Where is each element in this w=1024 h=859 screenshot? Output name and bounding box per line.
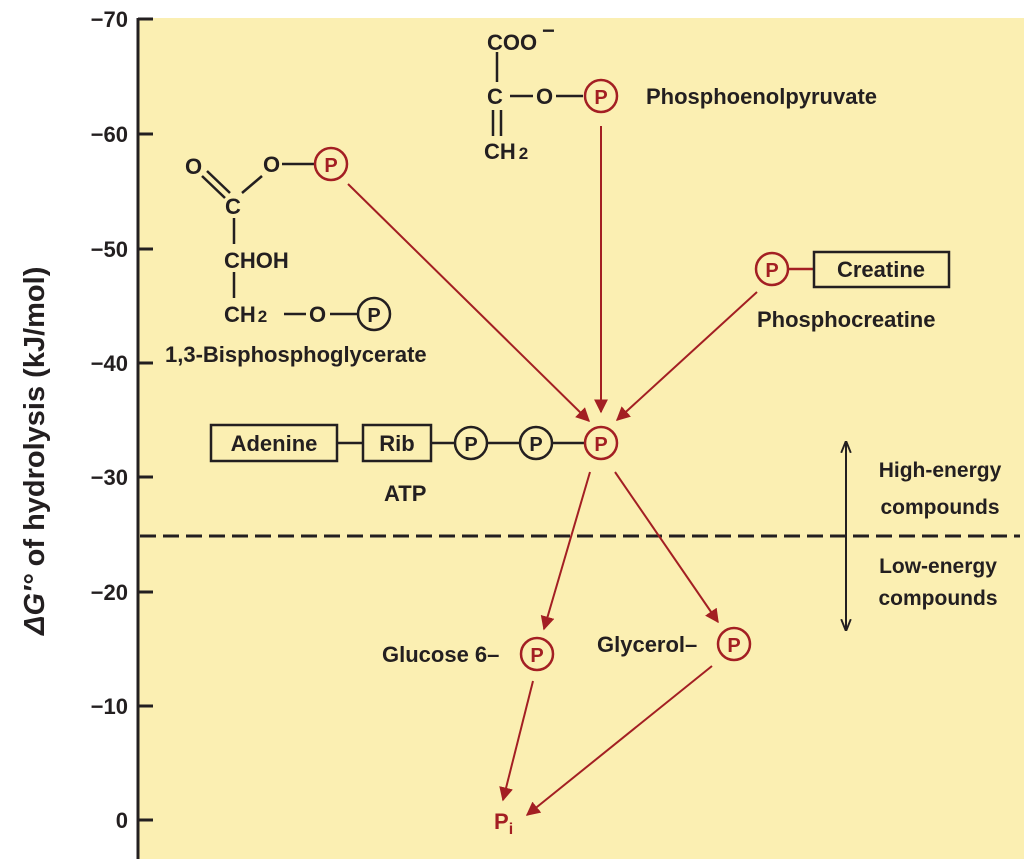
tick-label: −70	[91, 7, 128, 32]
high-energy-label: compounds	[881, 496, 1000, 519]
svg-text:P: P	[594, 434, 607, 456]
svg-text:P: P	[464, 434, 477, 456]
svg-text:P: P	[530, 645, 543, 667]
adenine-label: Adenine	[231, 431, 318, 456]
pcr-name: Phosphocreatine	[757, 307, 935, 332]
pep-charge: −	[542, 18, 555, 43]
y-ticks	[138, 17, 153, 822]
glucose6p-label: Glucose 6–	[382, 642, 499, 667]
pep-oxygen: O	[536, 84, 553, 109]
bpg-name: 1,3-Bisphosphoglycerate	[165, 342, 427, 367]
bpg-oxygen: O	[185, 154, 202, 179]
tick-label: −30	[91, 465, 128, 490]
phosphate-icon: P	[313, 146, 349, 182]
high-energy-label: High-energy	[879, 459, 1002, 482]
low-energy-label: Low-energy	[879, 555, 997, 578]
tick-label: −10	[91, 694, 128, 719]
atp-name: ATP	[384, 481, 426, 506]
phosphate-icon: P	[716, 626, 752, 662]
phosphate-icon: P	[583, 78, 619, 114]
svg-text:P: P	[594, 87, 607, 109]
tick-label: −20	[91, 580, 128, 605]
phosphate-icon: P	[583, 425, 619, 461]
phosphoryl-transfer-arrows	[347, 126, 758, 816]
low-energy-label: compounds	[879, 587, 998, 610]
svg-text:P: P	[529, 434, 542, 456]
phosphate-icon: P	[519, 636, 555, 672]
ribose-label: Rib	[379, 431, 414, 456]
plot-background	[138, 18, 1024, 859]
creatine-label: Creatine	[837, 257, 925, 282]
svg-text:P: P	[727, 635, 740, 657]
tick-label: −40	[91, 351, 128, 376]
bpg-oxygen: O	[309, 302, 326, 327]
glycerolp-label: Glycerol–	[597, 632, 697, 657]
svg-text:P: P	[765, 260, 778, 282]
bpg-structure	[201, 162, 357, 316]
tick-label: 0	[116, 808, 128, 833]
pep-coo: COO	[487, 30, 537, 55]
tick-label: −50	[91, 237, 128, 262]
bpg-oxygen: O	[263, 152, 280, 177]
bpg-carbon: C	[225, 194, 241, 219]
phosphoenolpyruvate-structure	[491, 52, 583, 136]
pep-carbon: C	[487, 84, 503, 109]
tick-label: −60	[91, 122, 128, 147]
y-axis-label: ΔG′° of hydrolysis (kJ/mol)	[19, 267, 51, 636]
svg-text:P: P	[367, 305, 380, 327]
phosphate-icon: P	[356, 296, 392, 332]
pep-name: Phosphoenolpyruvate	[646, 84, 877, 109]
svg-text:P: P	[324, 155, 337, 177]
inorganic-phosphate-label: Pi	[494, 809, 513, 838]
bpg-chhoh: CHOH	[224, 248, 289, 273]
creatine-box	[812, 250, 951, 289]
